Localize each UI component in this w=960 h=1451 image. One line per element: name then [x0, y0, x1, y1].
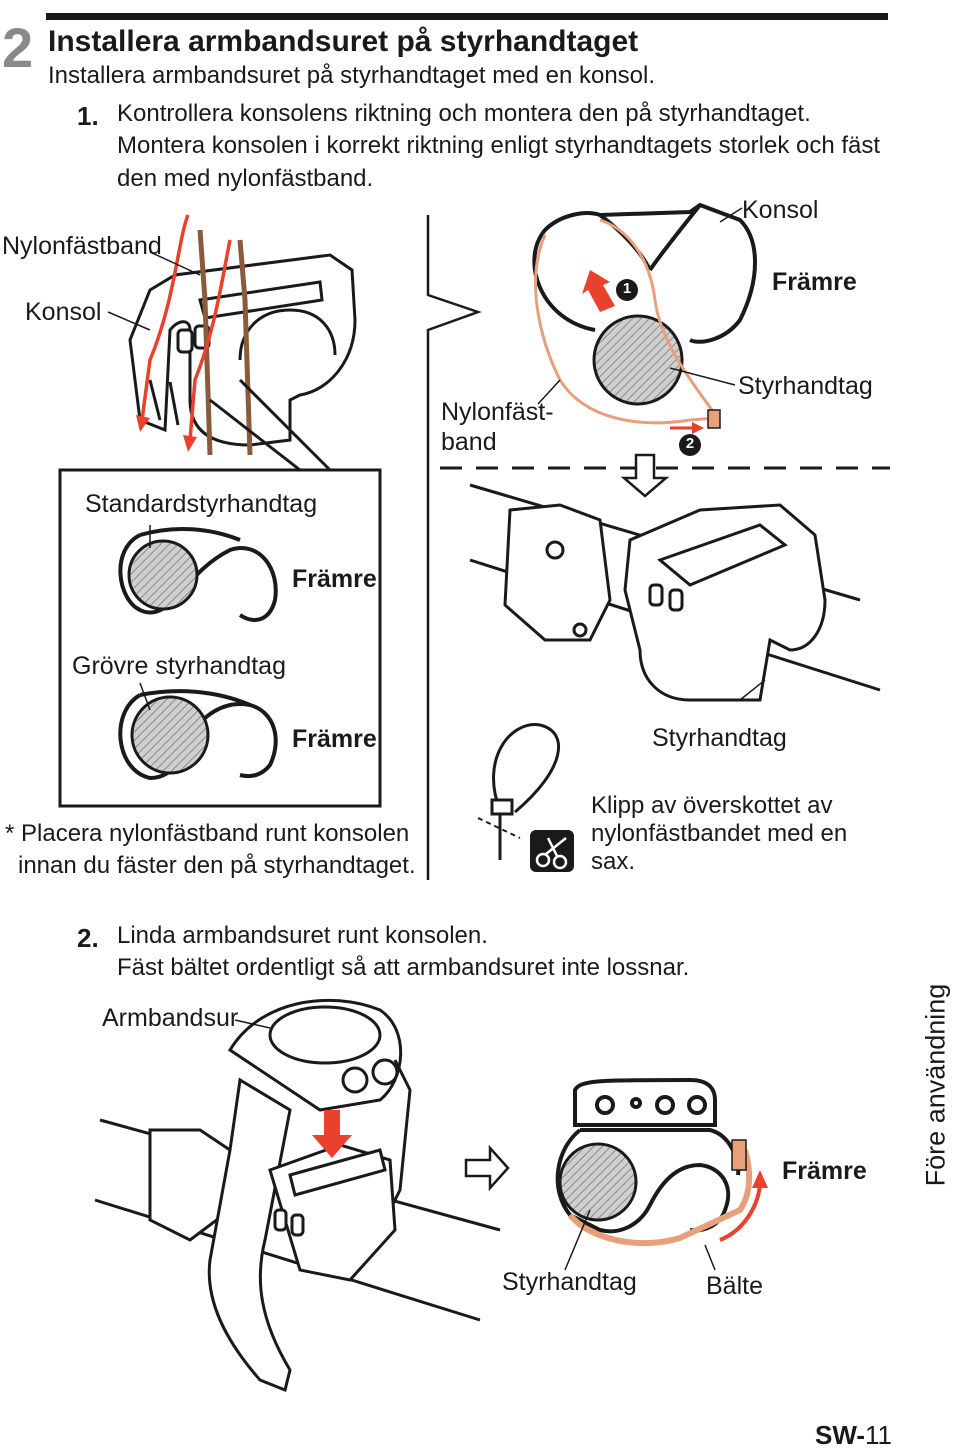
cable-tie-icon	[477, 723, 561, 860]
label-handlebar-bottom: Styrhandtag	[502, 1268, 637, 1296]
marker-1-label: 1	[622, 280, 632, 297]
nylon-strap-left-2	[237, 239, 253, 456]
label-front-top: Främre	[772, 268, 857, 296]
label-nylon-left: Nylonfästband	[2, 232, 162, 260]
note-line1: * Placera nylonfästband runt konsolen	[5, 820, 410, 847]
side-tab-text: Före användning	[920, 983, 951, 1187]
mounted-bracket	[469, 483, 881, 702]
label-watch: Armbandsur	[102, 1004, 239, 1032]
belt-strap	[567, 1149, 753, 1246]
label-nylon-mid-2: band	[441, 428, 497, 456]
label-standard: Standardstyrhandtag	[85, 490, 318, 518]
cut-line3: sax.	[591, 848, 636, 875]
std-handlebar-section	[127, 539, 199, 611]
label-konsol-right: Konsol	[742, 196, 819, 224]
page-number: SW-11	[815, 1420, 892, 1451]
handlebar-section-bottom	[558, 1142, 638, 1222]
cut-line1: Klipp av överskottet av	[591, 792, 833, 819]
label-konsol-left: Konsol	[25, 298, 102, 326]
right-arrow	[464, 1144, 510, 1192]
label-belt: Bälte	[706, 1272, 763, 1300]
label-handlebar-top: Styrhandtag	[738, 372, 873, 400]
page-prefix: SW-	[815, 1420, 866, 1450]
step2-line2: Fäst bältet ordentligt så att armbandsur…	[117, 954, 690, 981]
thick-handlebar-section	[130, 695, 210, 775]
marker-2-label: 2	[685, 435, 695, 452]
cut-line2: nylonfästbandet med en	[591, 820, 848, 847]
marker-2-circle	[679, 434, 701, 456]
section-title: Installera armbandsuret på styrhandtaget	[48, 25, 639, 58]
watch-illustration	[94, 998, 501, 1393]
step2-line1: Linda armbandsuret runt konsolen.	[117, 922, 488, 949]
handlebar-section-top	[592, 314, 684, 406]
down-arrow	[620, 453, 670, 498]
step2-number: 2.	[77, 923, 99, 953]
inset-box	[58, 468, 382, 808]
section-subtitle: Installera armbandsuret på styrhandtaget…	[48, 62, 656, 89]
nylon-strap-left-1	[197, 229, 213, 456]
page-num: 11	[865, 1420, 893, 1450]
tighten-arrow	[719, 1184, 762, 1242]
label-front-thick: Främre	[292, 725, 377, 753]
watch-down-arrow	[312, 1110, 352, 1158]
wrap-arrow-1	[140, 214, 190, 421]
insert-arrow	[582, 270, 615, 312]
label-thicker: Grövre styrhandtag	[72, 652, 286, 680]
label-front-bottom: Främre	[782, 1157, 867, 1185]
step1-line1: Kontrollera konsolens riktning och monte…	[117, 100, 811, 127]
note-line2: innan du fäster den på styrhandtaget.	[18, 852, 416, 879]
marker-1-circle	[616, 279, 638, 301]
section-number: 2	[2, 16, 34, 79]
label-handlebar-mid: Styrhandtag	[652, 724, 787, 752]
wrap-arrow-2	[188, 239, 232, 441]
header-rule	[46, 13, 888, 20]
label-nylon-mid-1: Nylonfäst-	[441, 398, 554, 426]
label-front-std: Främre	[292, 565, 377, 593]
step1-number: 1.	[77, 101, 99, 131]
step1-line2: Montera konsolen i korrekt riktning enli…	[117, 132, 881, 159]
scissors-icon	[530, 830, 574, 872]
figure-divider	[426, 215, 482, 880]
step1-line3: den med nylonfästband.	[117, 165, 374, 192]
